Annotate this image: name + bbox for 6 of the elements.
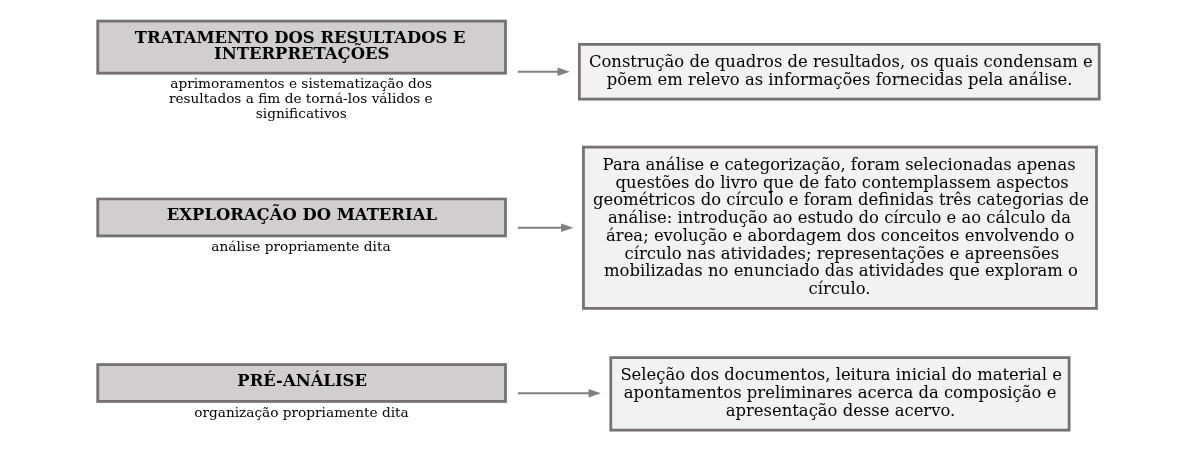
arrow (517, 67, 570, 77)
node-label: organização propriamente dita (193, 403, 409, 420)
arrow (517, 223, 573, 233)
node-label: análise propriamente dita (210, 237, 391, 254)
arrow (517, 388, 601, 398)
node-label: aprimoramentos e sistematização dos resultados a fim de torná-los válidos e significativos (168, 75, 433, 122)
